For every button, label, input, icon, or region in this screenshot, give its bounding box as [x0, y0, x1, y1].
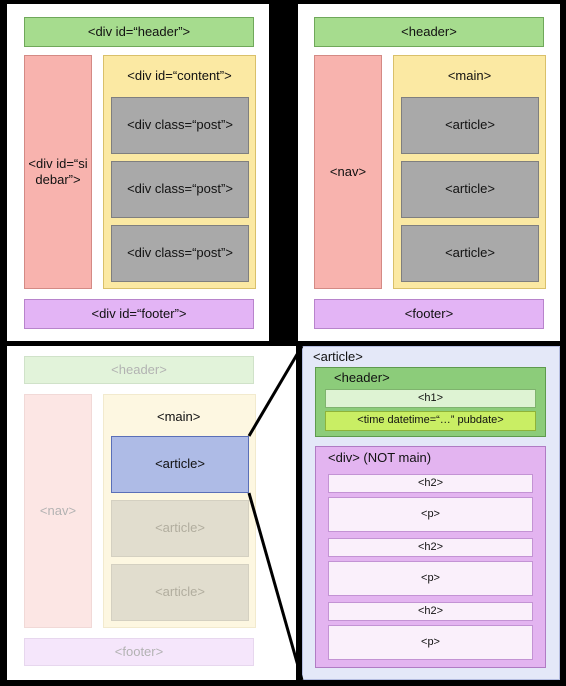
header-box: <header>	[314, 17, 544, 47]
footer-box: <footer>	[314, 299, 544, 329]
highlighted-article-box: <article>	[111, 436, 249, 493]
article-header-label: <header>	[334, 370, 390, 385]
faded-footer-box: <footer>	[24, 638, 254, 666]
faded-header-box: <header>	[24, 356, 254, 384]
panel-div-layout: <div id=“header”> <div id=“sidebar”> <di…	[7, 4, 269, 341]
div-header-box: <div id=“header”>	[24, 17, 254, 47]
article-box: <article>	[401, 97, 539, 154]
div-post-box: <div class=“post”>	[111, 97, 249, 154]
faded-nav-box: <nav>	[24, 394, 92, 628]
article-box: <article>	[401, 161, 539, 218]
main-label: <main>	[447, 68, 492, 83]
div-sidebar-box: <div id=“sidebar”>	[24, 55, 92, 289]
nav-box: <nav>	[314, 55, 382, 289]
div-footer-box: <div id=“footer”>	[24, 299, 254, 329]
p-box: <p>	[328, 625, 533, 660]
article-label: <article>	[313, 349, 363, 364]
article-box: <article>	[401, 225, 539, 282]
h2-box: <h2>	[328, 538, 533, 557]
div-post-box: <div class=“post”>	[111, 225, 249, 282]
div-content-label: <div id=“content”>	[127, 68, 232, 83]
div-sidebar-label: <div id=“sidebar”>	[28, 155, 88, 187]
p-box: <p>	[328, 561, 533, 596]
faded-article-box: <article>	[111, 564, 249, 621]
faded-main-box	[103, 394, 256, 628]
div-not-main-label: <div> (NOT main)	[328, 450, 432, 465]
time-box: <time datetime=“…” pubdate>	[325, 411, 536, 431]
h2-box: <h2>	[328, 474, 533, 493]
main-label: <main>	[157, 409, 201, 424]
panel-html5-layout: <header> <nav> <main> <article> <article…	[298, 4, 560, 341]
p-box: <p>	[328, 497, 533, 532]
panel-highlight-layout: <header> <nav> <main> <article> <article…	[7, 346, 296, 680]
panel-article-detail: <article> <header> <h1> <time datetime=“…	[302, 346, 560, 680]
div-post-box: <div class=“post”>	[111, 161, 249, 218]
h2-box: <h2>	[328, 602, 533, 621]
h1-box: <h1>	[325, 389, 536, 408]
faded-article-box: <article>	[111, 500, 249, 557]
